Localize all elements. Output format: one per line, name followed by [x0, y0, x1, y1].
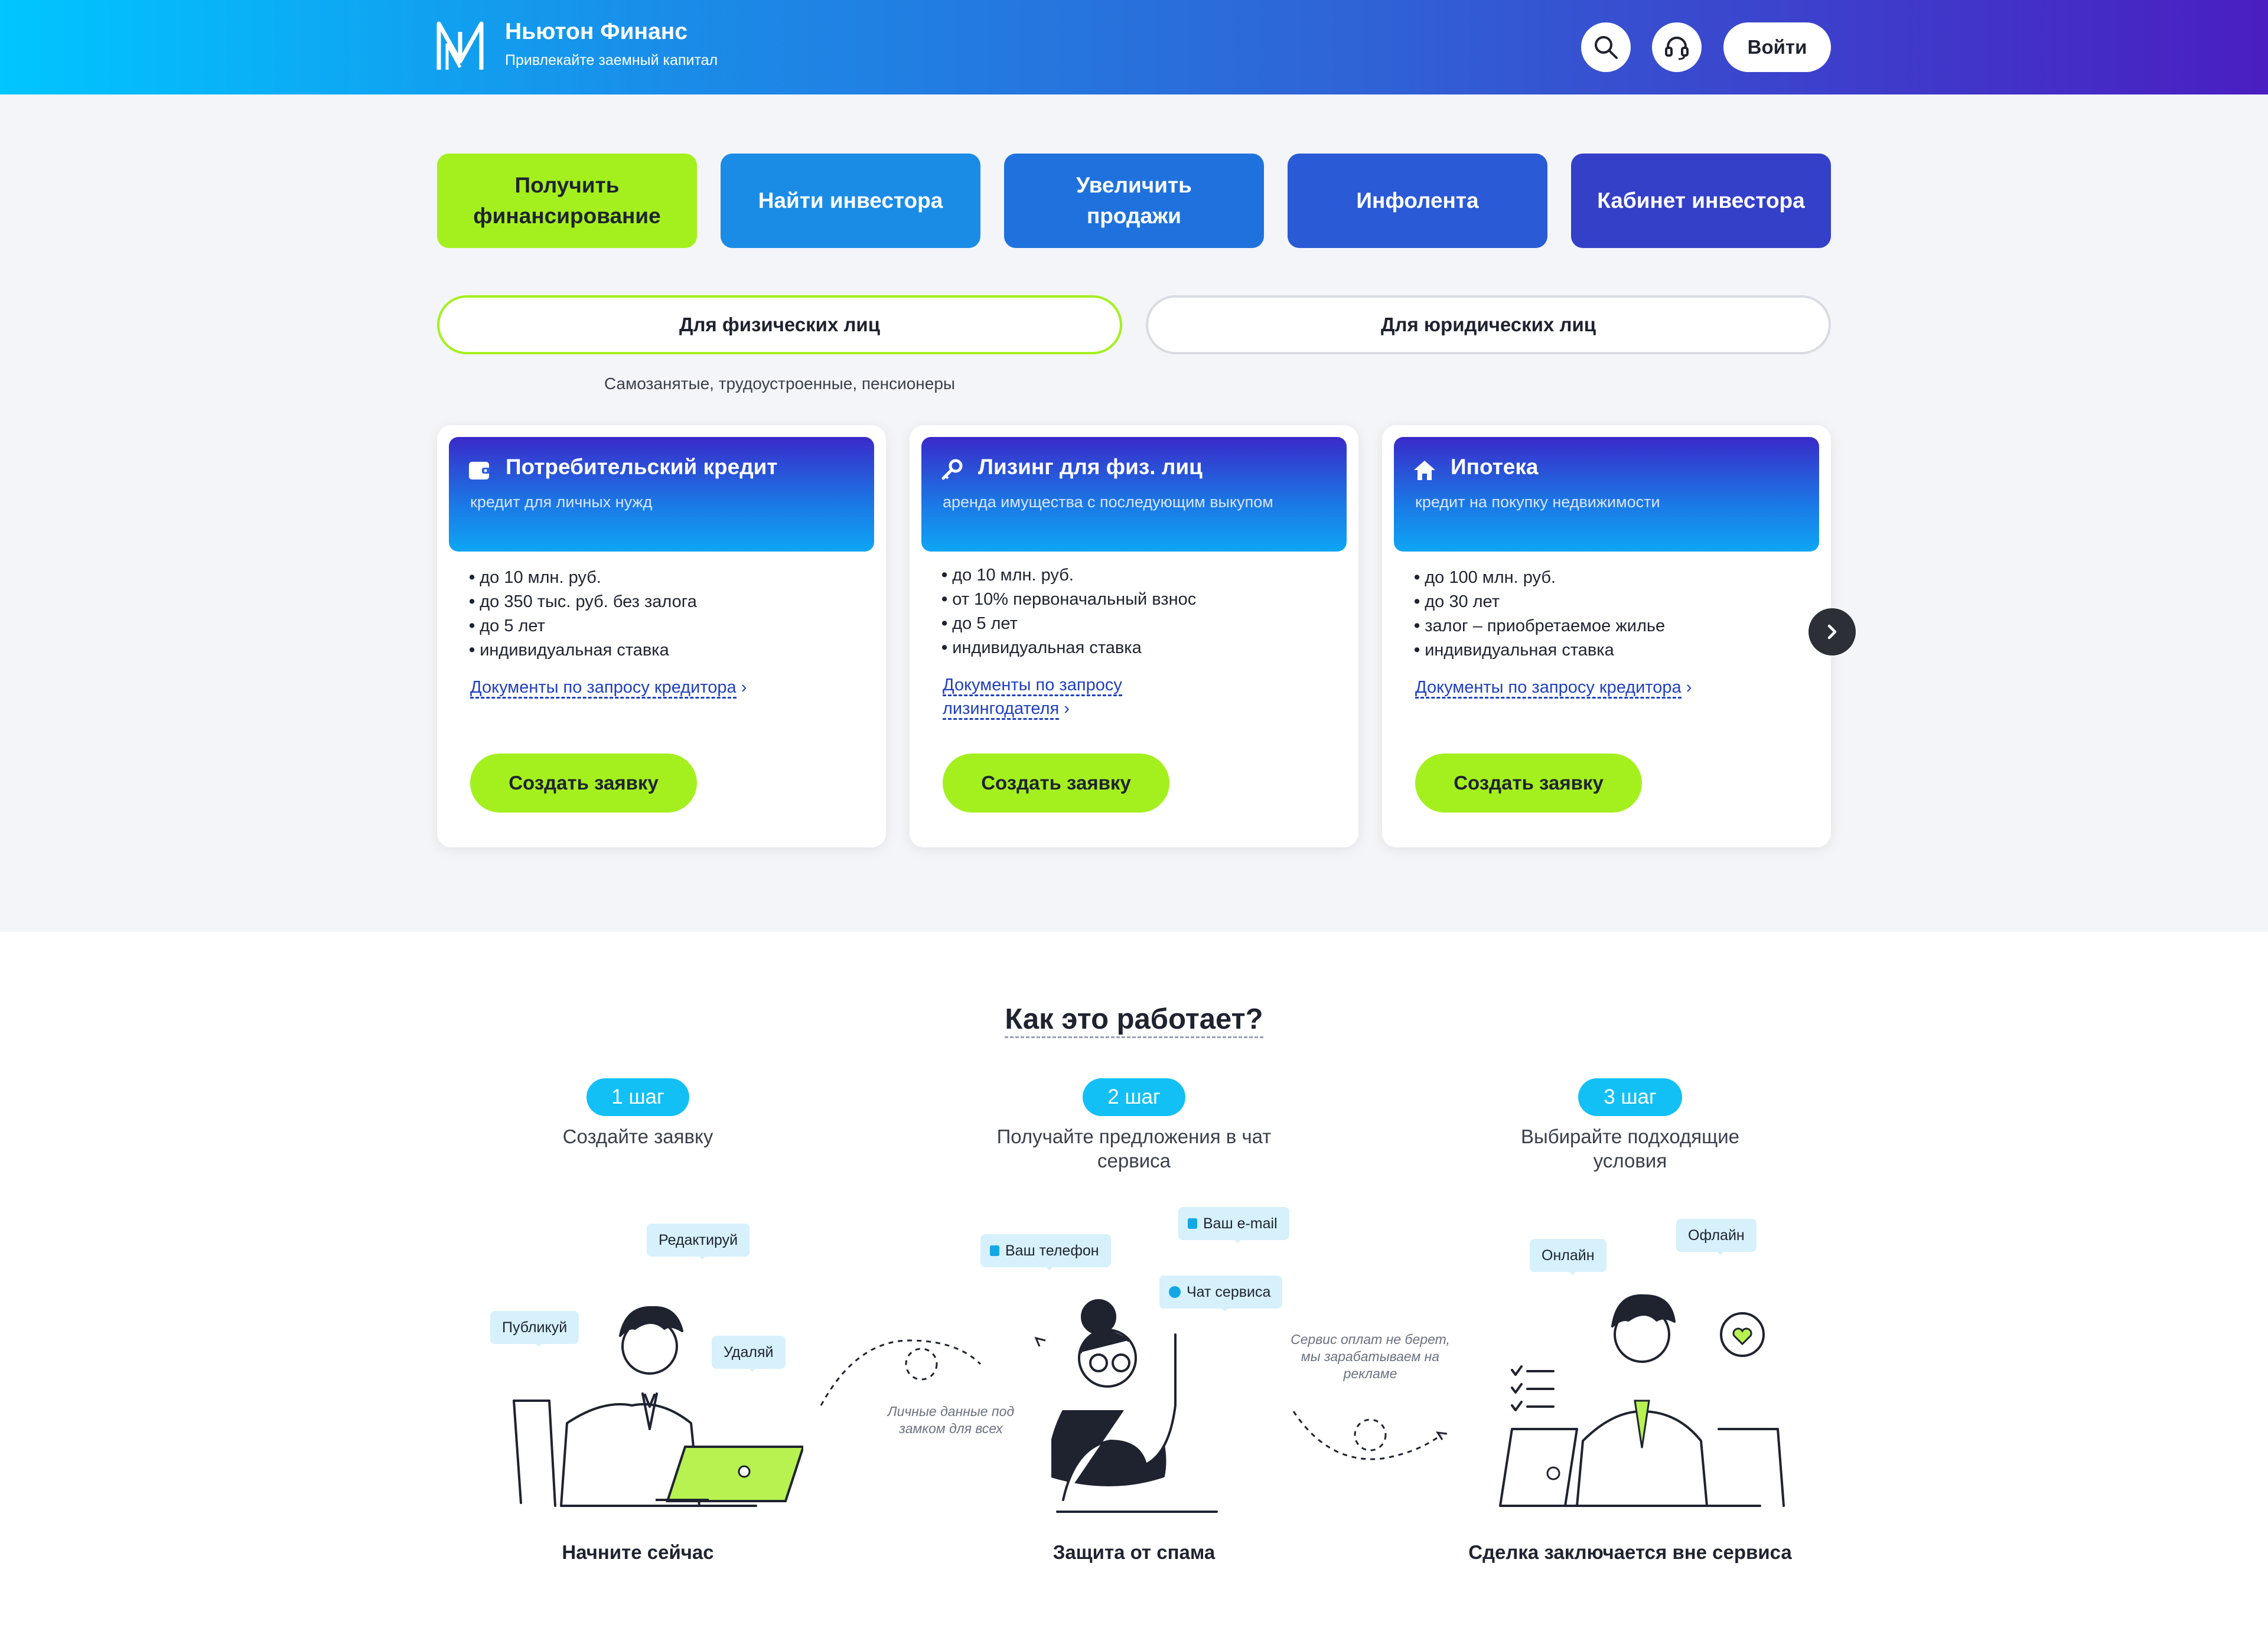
step-footer: Сделка заключается вне сервиса [1468, 1541, 1792, 1563]
privacy-note: Личные данные под замком для всех [887, 1404, 1015, 1436]
card-features: до 100 млн. руб. до 30 лет залог – приоб… [1414, 566, 1665, 663]
bubble-online: Онлайн [1530, 1239, 1606, 1275]
list-item: до 30 лет [1414, 590, 1665, 614]
list-item: залог – приобретаемое жилье [1414, 614, 1665, 638]
bubble-email: Ваш e-mail [1178, 1207, 1289, 1243]
step-footer: Начните сейчас [562, 1541, 714, 1563]
step-footer: Защита от спама [1052, 1541, 1216, 1563]
card-title: Потребительский кредит [506, 455, 778, 479]
site-header: Ньютон Финанс Привлекайте заемный капита… [0, 0, 2268, 94]
bubble-delete: Удаляй [712, 1336, 786, 1372]
product-card-consumer-credit: Потребительский кредит кредит для личных… [437, 425, 886, 847]
headset-icon [1665, 37, 1689, 60]
individuals-subtitle: Самозанятые, трудоустроенные, пенсионеры [604, 374, 956, 393]
create-request-button[interactable]: Создать заявку [943, 753, 1169, 813]
step-badge: 1 шаг [586, 1078, 689, 1116]
list-item: индивидуальная ставка [941, 636, 1196, 660]
login-button[interactable]: Войти [1723, 22, 1831, 72]
list-item: до 5 лет [469, 614, 697, 638]
card-header: Лизинг для физ. лиц аренда имущества с п… [921, 437, 1347, 552]
list-item: до 350 тыс. руб. без залога [469, 590, 697, 614]
list-item: до 10 млн. руб. [941, 563, 1196, 588]
man-with-tie-illustration [1499, 1294, 1785, 1507]
card-title: Ипотека [1451, 455, 1539, 479]
house-icon [1414, 461, 1435, 480]
tab-individuals[interactable]: Для физических лиц [437, 295, 1122, 354]
step-badge: 3 шаг [1578, 1078, 1682, 1116]
search-button[interactable] [1581, 22, 1631, 72]
list-item: индивидуальная ставка [1414, 638, 1665, 663]
card-description: кредит для личных нужд [470, 493, 653, 511]
card-description: аренда имущества с последующим выкупом [943, 493, 1273, 511]
card-title: Лизинг для физ. лиц [978, 455, 1203, 479]
search-icon [1595, 36, 1618, 59]
brand-title[interactable]: Ньютон Финанс [505, 19, 688, 44]
nav-increase-sales[interactable]: Увеличить продажи [1004, 154, 1264, 248]
newton-logo-icon[interactable] [435, 20, 485, 72]
chevron-right-icon [1827, 624, 1837, 640]
check-icon [1169, 1286, 1181, 1298]
create-request-button[interactable]: Создать заявку [1415, 753, 1642, 813]
card-description: кредит на покупку недвижимости [1415, 493, 1660, 511]
documents-link[interactable]: Документы по запросу кредитора › [1415, 676, 1793, 699]
documents-link[interactable]: Документы по запросу кредитора › [470, 676, 848, 699]
list-item: от 10% первоначальный взнос [941, 588, 1196, 612]
list-item: индивидуальная ставка [469, 638, 697, 663]
woman-illustration [1051, 1299, 1218, 1513]
dashed-arrow-left [820, 1336, 1046, 1406]
step-text: Создайте заявку [562, 1126, 713, 1147]
dashed-arrow-right [1292, 1411, 1448, 1460]
list-item: до 10 млн. руб. [469, 566, 697, 590]
step-text: Выбирайте подходящие условия [1520, 1126, 1740, 1172]
tab-companies[interactable]: Для юридических лиц [1146, 295, 1831, 354]
bubble-service-chat: Чат сервиса [1159, 1276, 1283, 1312]
bubble-edit: Редактируй [647, 1224, 750, 1260]
support-button[interactable] [1652, 22, 1702, 72]
nav-infofeed[interactable]: Инфолента [1288, 154, 1547, 248]
step-badge: 2 шаг [1083, 1078, 1185, 1116]
man-at-laptop-illustration [513, 1306, 803, 1507]
lock-icon [990, 1245, 999, 1256]
nav-get-financing[interactable]: Получить финансирование [437, 154, 697, 248]
bubble-offline: Офлайн [1676, 1219, 1757, 1255]
create-request-button[interactable]: Создать заявку [470, 753, 697, 813]
fees-note: Сервис оплат не берет, мы зарабатываем н… [1291, 1332, 1450, 1381]
nav-investor-cabinet[interactable]: Кабинет инвестора [1571, 154, 1831, 248]
wallet-icon [469, 462, 490, 479]
product-card-leasing: Лизинг для физ. лиц аренда имущества с п… [910, 425, 1358, 847]
card-features: до 10 млн. руб. от 10% первоначальный вз… [941, 563, 1196, 660]
bubble-publish: Публикуй [490, 1311, 579, 1347]
how-it-works-title: Как это работает? [957, 1003, 1311, 1038]
nav-find-investor[interactable]: Найти инвестора [721, 154, 980, 248]
bubble-phone: Ваш телефон [980, 1234, 1111, 1270]
documents-link[interactable]: Документы по запросу лизингодателя › [943, 673, 1191, 720]
brand-subtitle: Привлекайте заемный капитал [505, 52, 718, 68]
key-icon [941, 459, 963, 480]
lock-icon [1188, 1218, 1197, 1229]
card-features: до 10 млн. руб. до 350 тыс. руб. без зал… [469, 566, 697, 663]
list-item: до 5 лет [941, 612, 1196, 636]
list-item: до 100 млн. руб. [1414, 566, 1665, 590]
card-header: Потребительский кредит кредит для личных… [449, 437, 874, 552]
card-header: Ипотека кредит на покупку недвижимости [1394, 437, 1819, 552]
product-card-mortgage: Ипотека кредит на покупку недвижимости д… [1382, 425, 1831, 847]
step-text: Получайте предложения в чат сервиса [996, 1126, 1272, 1172]
carousel-next-button[interactable] [1808, 608, 1856, 655]
